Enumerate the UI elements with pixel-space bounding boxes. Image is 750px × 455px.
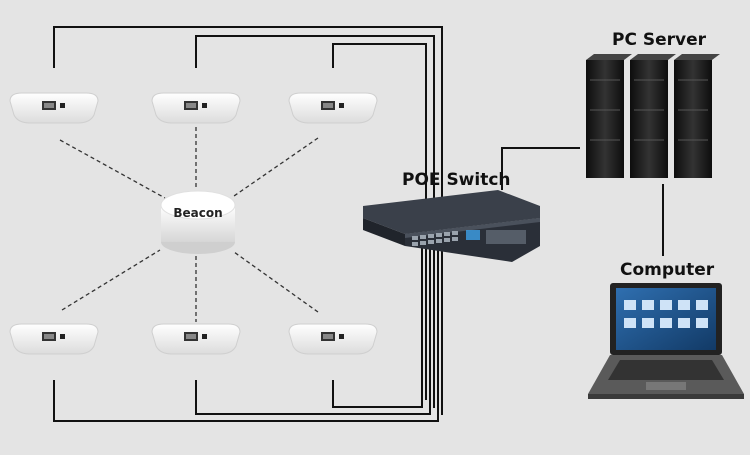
ethernet-cables <box>53 26 664 422</box>
ap-top-center <box>151 92 241 124</box>
ap-top-left <box>9 92 99 124</box>
beacon-label: Beacon <box>173 206 222 220</box>
cable-switch-server <box>501 147 580 190</box>
ap-bottom-left <box>9 323 99 355</box>
beacon-device: Beacon <box>160 190 236 254</box>
poe-switch-device <box>363 190 540 262</box>
beacon-link-top-left <box>59 139 166 199</box>
computer-device <box>588 283 744 399</box>
ap-bottom-center <box>151 323 241 355</box>
cable-ap-bottom-center <box>195 245 431 415</box>
pc-server-label: PC Server <box>612 30 707 50</box>
beacon-link-top-right <box>233 137 319 197</box>
ap-bottom-right <box>288 323 378 355</box>
cable-ap-bottom-right <box>332 245 423 408</box>
pc-server-device <box>586 54 720 178</box>
cable-ap-bottom-left <box>53 245 439 422</box>
beacon-link-bottom-right <box>233 251 319 313</box>
poe-switch-label: POE Switch <box>402 170 511 190</box>
ap-top-right <box>288 92 378 124</box>
beacon-link-bottom-left <box>61 249 161 311</box>
computer-label: Computer <box>620 260 715 280</box>
beacon-links <box>59 127 319 322</box>
